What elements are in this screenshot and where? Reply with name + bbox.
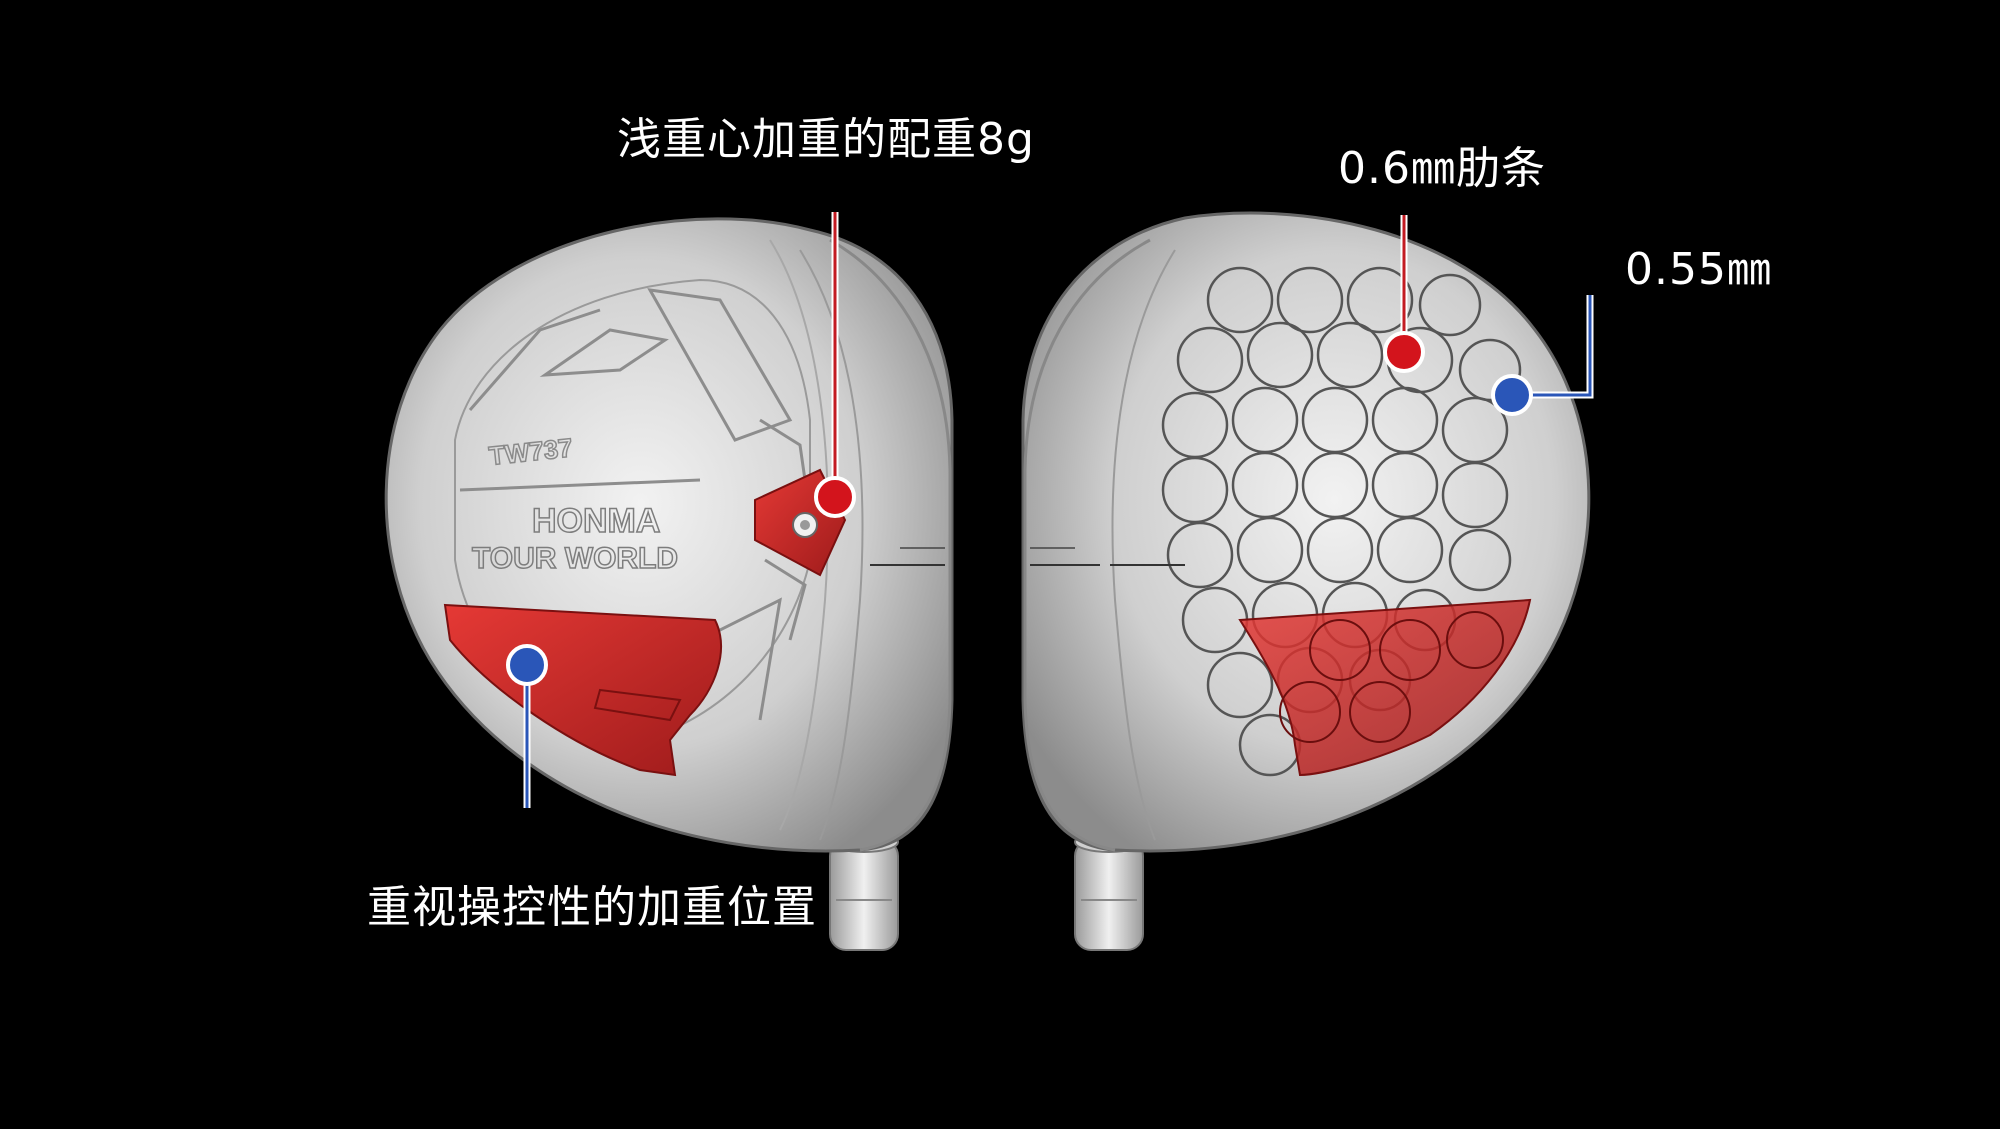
left-brand-engraving: HONMA: [532, 502, 660, 540]
callout-rib-thickness: 0.6㎜肋条: [1338, 143, 1546, 194]
leader-top-center: [814, 212, 856, 518]
right-club-head: [1021, 211, 1591, 951]
callout-wall-thickness: 0.55㎜: [1625, 244, 1772, 295]
leader-right: [1491, 295, 1594, 416]
blue-marker-dot: [1491, 374, 1533, 416]
red-marker-dot: [814, 476, 856, 518]
left-series-engraving: TOUR WORLD: [472, 542, 678, 575]
left-perimeter-weight: [443, 603, 722, 777]
right-perimeter-weight: [1238, 598, 1532, 777]
blue-marker-dot: [506, 644, 548, 686]
left-club-head: TW737 HONMA TOUR WORLD: [384, 217, 954, 951]
leader-bottom-left: [506, 644, 548, 808]
left-sole-ridges: [459, 288, 807, 721]
right-weight-rib-overlay: [1279, 611, 1504, 743]
callout-control-weight-position: 重视操控性的加重位置: [367, 882, 817, 933]
leader-top-right: [1383, 215, 1425, 373]
red-marker-dot: [1383, 331, 1425, 373]
callout-shallow-cg-weight: 浅重心加重的配重8g: [617, 114, 1035, 165]
